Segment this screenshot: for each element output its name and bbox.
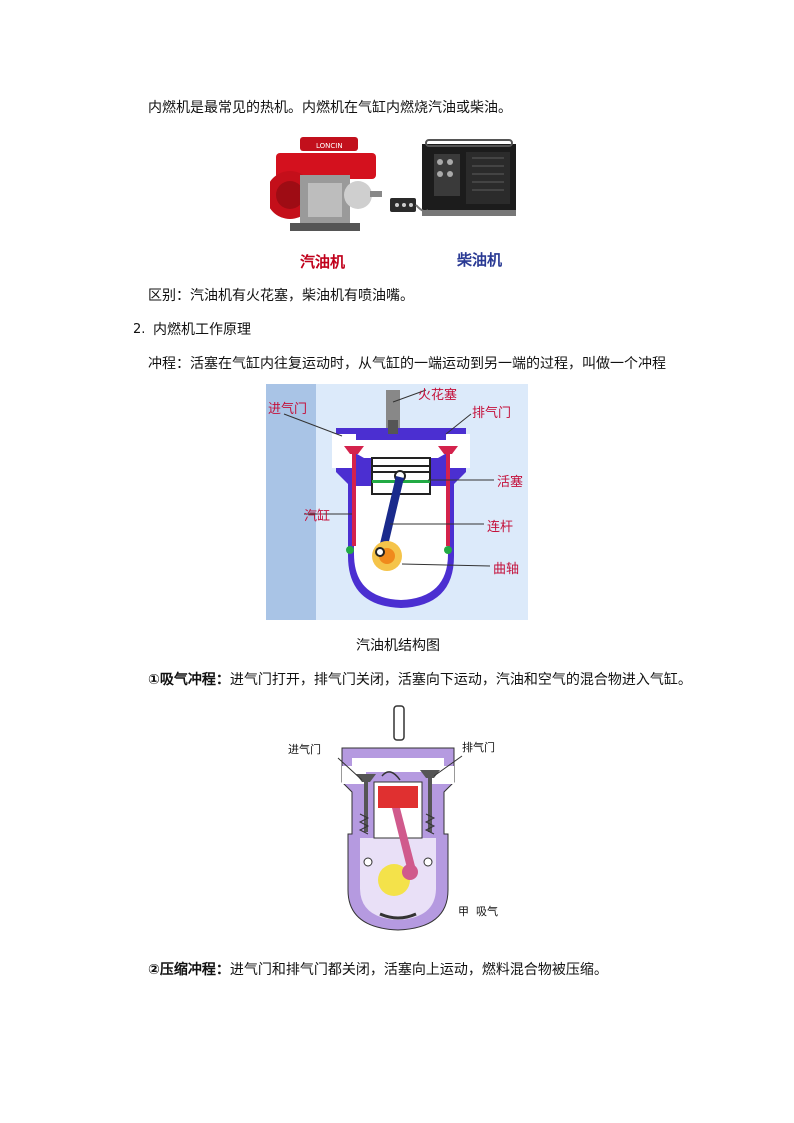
- rod-label: 连杆: [487, 520, 514, 535]
- exhaust-valve-label: 排气门: [472, 406, 512, 421]
- intake-stroke-label: ①吸气冲程：: [148, 672, 230, 688]
- gasoline-engine-image: LONCIN: [266, 135, 382, 235]
- intro-text: 内燃机是最常见的热机。内燃机在气缸内燃烧汽油或柴油。: [148, 100, 512, 116]
- spark-plug-label: 火花塞: [418, 388, 458, 403]
- crank-label: 曲轴: [493, 562, 520, 577]
- difference-text: 区别：汽油机有火花塞，柴油机有喷油嘴。: [148, 288, 414, 304]
- stroke-definition: 冲程：活塞在气缸内往复运动时，从气缸的一端运动到另一端的过程，叫做一个冲程: [148, 356, 666, 372]
- intake-stroke-text: 进气门打开，排气门关闭，活塞向下运动，汽油和空气的混合物进入气缸。: [229, 672, 692, 688]
- diesel-engine-image: [388, 138, 520, 222]
- intake-valve-label: 进气门: [268, 402, 308, 417]
- section-title: 内燃机工作原理: [153, 322, 251, 338]
- compress-stroke-label: ②压缩冲程：: [148, 962, 230, 978]
- compress-stroke-paragraph: ②压缩冲程：进气门和排气门都关闭，活塞向上运动，燃料混合物被压缩。: [148, 960, 608, 980]
- intake-diagram-intake-label: 进气门: [288, 743, 321, 756]
- section-number: 2.: [133, 322, 146, 337]
- piston-label: 活塞: [497, 475, 524, 490]
- cylinder-label: 汽缸: [304, 509, 331, 524]
- intake-stroke-diagram: [322, 704, 472, 932]
- intake-diagram-caption: 甲 吸气: [458, 905, 498, 918]
- intake-diagram-exhaust-label: 排气门: [462, 741, 495, 754]
- engine-brand-logo: LONCIN: [316, 142, 343, 150]
- intake-stroke-paragraph: ①吸气冲程：进气门打开，排气门关闭，活塞向下运动，汽油和空气的混合物进入气缸。: [148, 670, 692, 690]
- compress-stroke-text: 进气门和排气门都关闭，活塞向上运动，燃料混合物被压缩。: [229, 962, 608, 978]
- engine-structure-diagram: [266, 384, 528, 620]
- gasoline-caption: 汽油机: [300, 253, 346, 271]
- structure-caption: 汽油机结构图: [356, 638, 440, 654]
- diesel-caption: 柴油机: [457, 251, 503, 269]
